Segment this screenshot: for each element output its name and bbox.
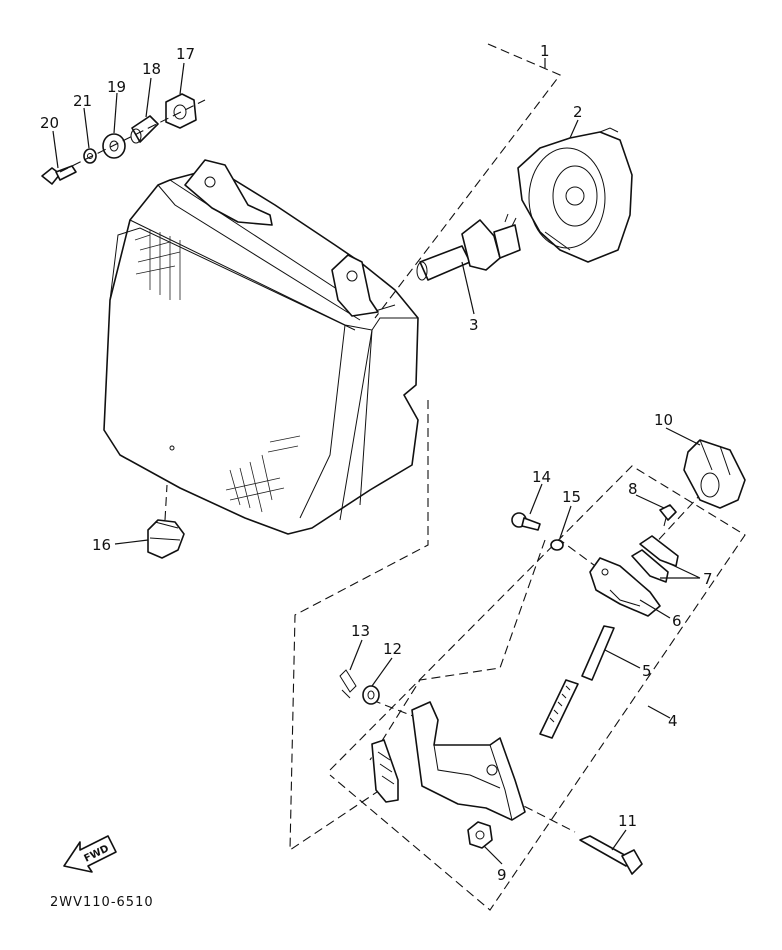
callout-4: 4 <box>668 712 678 730</box>
assembly-frame-4 <box>329 465 746 911</box>
callout-19: 19 <box>107 78 126 96</box>
spring-clip-13 <box>339 669 357 699</box>
headlight-unit <box>103 159 419 535</box>
callout-18: 18 <box>142 60 161 78</box>
callout-labels: 1 2 3 4 5 6 7 8 9 10 11 12 13 14 15 16 1… <box>40 42 713 884</box>
collar-12 <box>362 685 380 705</box>
screw-8 <box>659 504 677 527</box>
screw-14 <box>511 512 541 531</box>
adjusting-screw-5 <box>539 625 615 739</box>
grommet-16 <box>147 519 185 559</box>
washer-19 <box>102 133 126 159</box>
nut-9 <box>467 821 493 849</box>
callout-3: 3 <box>469 316 479 334</box>
callout-21: 21 <box>73 92 92 110</box>
washer-21 <box>83 148 97 164</box>
bolt-11 <box>579 835 643 875</box>
callout-20: 20 <box>40 114 59 132</box>
callout-1: 1 <box>540 42 550 60</box>
bracket-pad <box>371 739 399 803</box>
drawing-code: 2WV110-6510 <box>50 895 154 910</box>
callout-12: 12 <box>383 640 402 658</box>
mount-hardware <box>41 93 206 185</box>
callout-7: 7 <box>703 570 713 588</box>
clips-7 <box>631 535 679 583</box>
callout-6: 6 <box>672 612 682 630</box>
lens-hatching <box>134 230 301 513</box>
bolt-20 <box>41 165 77 185</box>
callout-14: 14 <box>532 468 551 486</box>
collar-18 <box>130 115 159 144</box>
callout-9: 9 <box>497 866 507 884</box>
washer-15 <box>550 539 564 551</box>
bracket-4 <box>411 701 526 821</box>
damper-10 <box>683 439 746 509</box>
callout-17: 17 <box>176 45 195 63</box>
callout-8: 8 <box>628 480 638 498</box>
callout-13: 13 <box>351 622 370 640</box>
leader-lines <box>52 58 701 865</box>
assembly-frame-1 <box>374 43 561 319</box>
assembly-frame-lower <box>289 400 429 852</box>
callout-5: 5 <box>642 662 652 680</box>
callout-15: 15 <box>562 488 581 506</box>
callout-2: 2 <box>573 103 583 121</box>
forward-arrow: FWD <box>63 835 117 873</box>
headlight-bulb <box>416 213 521 281</box>
callout-11: 11 <box>618 812 637 830</box>
bulb-socket-cover <box>517 127 633 263</box>
callout-16: 16 <box>92 536 111 554</box>
grommet-17 <box>165 93 197 129</box>
callout-10: 10 <box>654 411 673 429</box>
